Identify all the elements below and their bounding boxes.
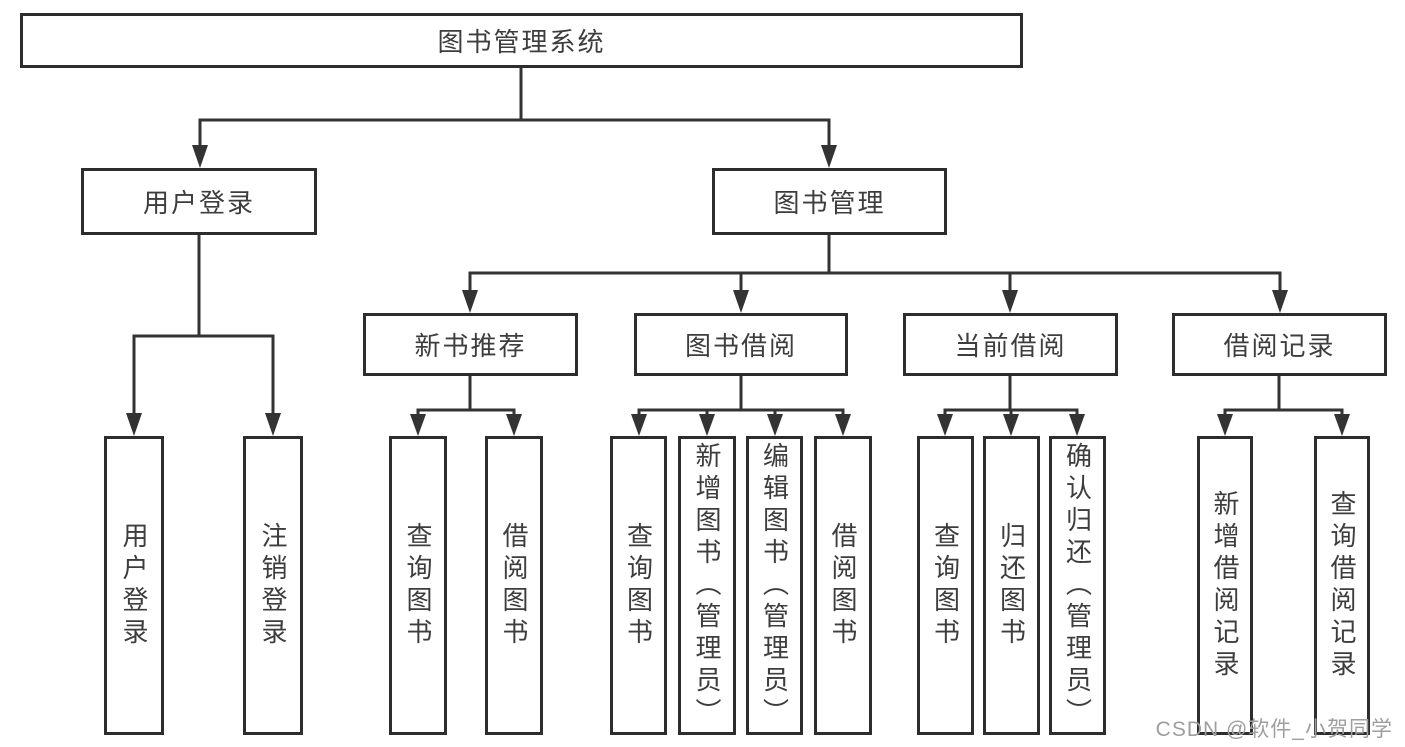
leaf-return-books: 归还图书 xyxy=(983,436,1040,735)
leaf-query-books-recommend: 查询图书 xyxy=(389,436,447,735)
leaf-edit-books-admin: 编辑图书（管理员） xyxy=(746,436,803,735)
leaf-confirm-return-admin: 确认归还（管理员） xyxy=(1049,436,1106,735)
node-current-borrowing: 当前借阅 xyxy=(903,313,1118,376)
node-root-label: 图书管理系统 xyxy=(437,27,606,57)
leaf-logout: 注销登录 xyxy=(243,436,303,735)
leaf-query-borrow-record: 查询借阅记录 xyxy=(1314,436,1370,735)
leaf-user-login: 用户登录 xyxy=(104,436,164,735)
node-book-management-label: 图书管理 xyxy=(773,188,886,218)
leaf-add-borrow-record: 新增借阅记录 xyxy=(1197,436,1253,735)
node-book-management: 图书管理 xyxy=(712,168,947,235)
connector-book-borrowing-children xyxy=(631,376,851,436)
node-borrowing-records-label: 借阅记录 xyxy=(1223,331,1336,361)
node-root: 图书管理系统 xyxy=(20,13,1023,68)
leaf-borrow-books-recommend: 借阅图书 xyxy=(485,436,543,735)
connector-book-management-children xyxy=(462,235,1288,313)
node-book-borrowing: 图书借阅 xyxy=(634,313,848,376)
connector-current-borrowing-children xyxy=(937,376,1085,436)
node-user-login-label: 用户登录 xyxy=(142,188,255,218)
watermark: CSDN @软件_小贺同学 xyxy=(1155,718,1393,741)
node-user-login: 用户登录 xyxy=(81,168,317,235)
leaf-add-books-admin: 新增图书（管理员） xyxy=(678,436,736,735)
connector-borrowing-records-children xyxy=(1217,376,1350,436)
node-new-book-recommend-label: 新书推荐 xyxy=(414,331,527,361)
node-new-book-recommend: 新书推荐 xyxy=(363,313,578,376)
connector-user-login-children xyxy=(126,235,281,436)
leaf-query-books-current: 查询图书 xyxy=(917,436,974,735)
node-borrowing-records: 借阅记录 xyxy=(1172,313,1387,376)
connector-root-to-level2 xyxy=(192,68,837,168)
leaf-query-books-borrowing: 查询图书 xyxy=(610,436,667,735)
leaf-borrow-books-borrowing: 借阅图书 xyxy=(814,436,872,735)
node-current-borrowing-label: 当前借阅 xyxy=(954,331,1067,361)
node-book-borrowing-label: 图书借阅 xyxy=(684,331,797,361)
connector-new-book-recommend-children xyxy=(410,376,522,436)
